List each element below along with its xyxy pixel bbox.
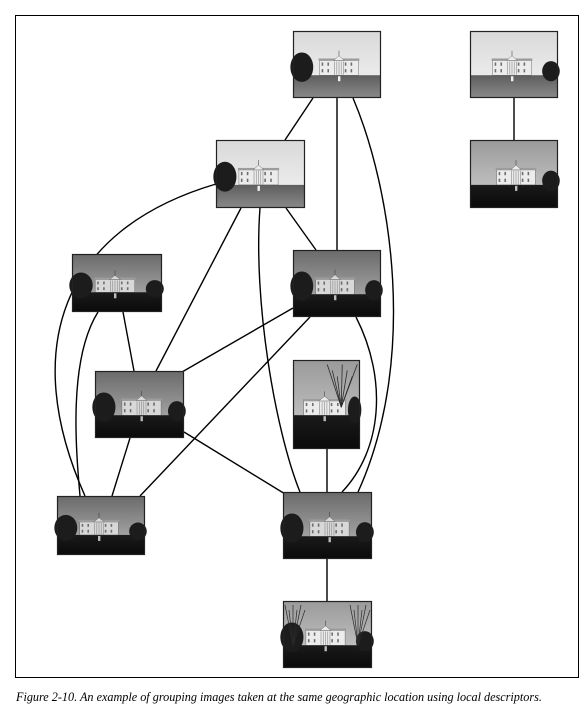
white-house-photo-img-5: [290, 249, 383, 318]
edge-img-6-img-9: [75, 311, 99, 497]
white-house-photo-img-2: [469, 30, 560, 99]
white-house-photo-img-11: [280, 600, 374, 669]
edges-layer: [54, 97, 515, 601]
nodes-layer: [54, 30, 560, 669]
white-house-photo-img-1: [290, 30, 382, 99]
figure-frame: [15, 15, 579, 678]
figure-caption: Figure 2-10. An example of grouping imag…: [16, 690, 542, 704]
edge-img-1-img-3: [284, 97, 314, 141]
edge-img-7-img-10: [183, 431, 291, 498]
white-house-photo-img-9: [54, 495, 147, 556]
edge-img-7-img-9: [111, 437, 131, 497]
edge-img-5-img-10: [341, 316, 378, 493]
edge-img-5-img-9: [139, 316, 311, 497]
edge-img-6-img-7: [122, 311, 135, 372]
edge-img-3-img-5: [285, 207, 317, 251]
white-house-photo-img-8: [292, 359, 362, 450]
edge-img-3-img-7: [155, 207, 242, 372]
edge-img-3-img-9: [54, 183, 217, 497]
white-house-photo-img-10: [280, 491, 374, 560]
white-house-photo-img-3: [213, 139, 306, 209]
edge-img-1-img-10: [352, 97, 395, 493]
white-house-photo-img-4: [469, 139, 560, 209]
white-house-photo-img-6: [69, 253, 164, 313]
edge-img-5-img-7: [181, 307, 294, 373]
white-house-photo-img-7: [92, 370, 186, 439]
